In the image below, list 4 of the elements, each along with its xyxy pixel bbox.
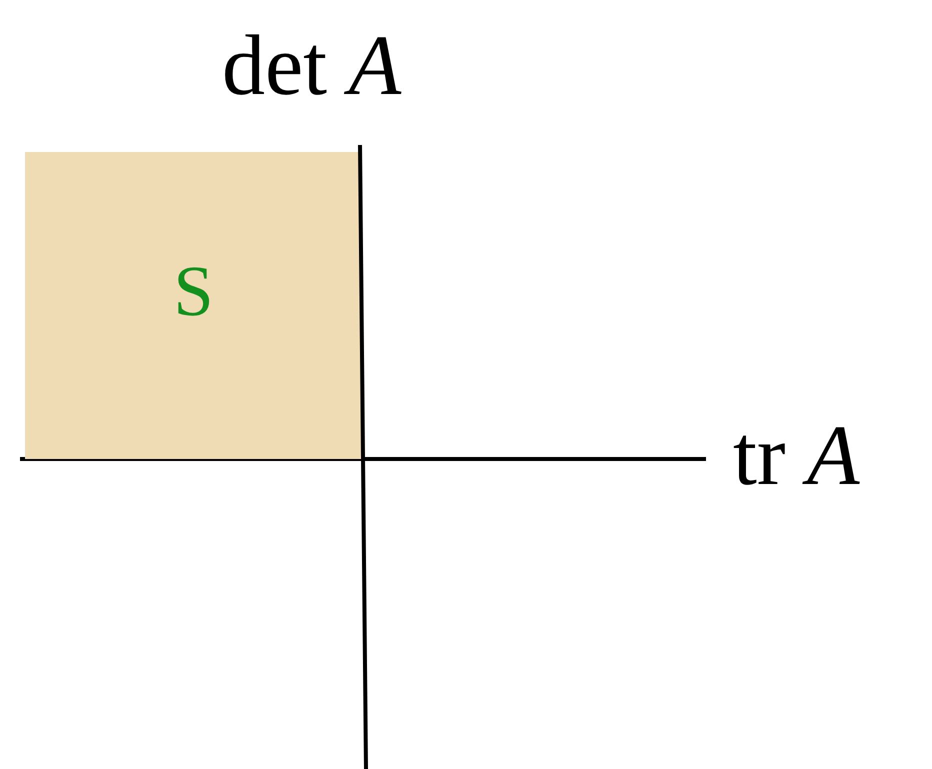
shaded-region	[25, 152, 362, 459]
region-label: S	[173, 254, 214, 326]
axis-label: tr A	[733, 412, 860, 498]
axis-label: det A	[222, 22, 402, 108]
